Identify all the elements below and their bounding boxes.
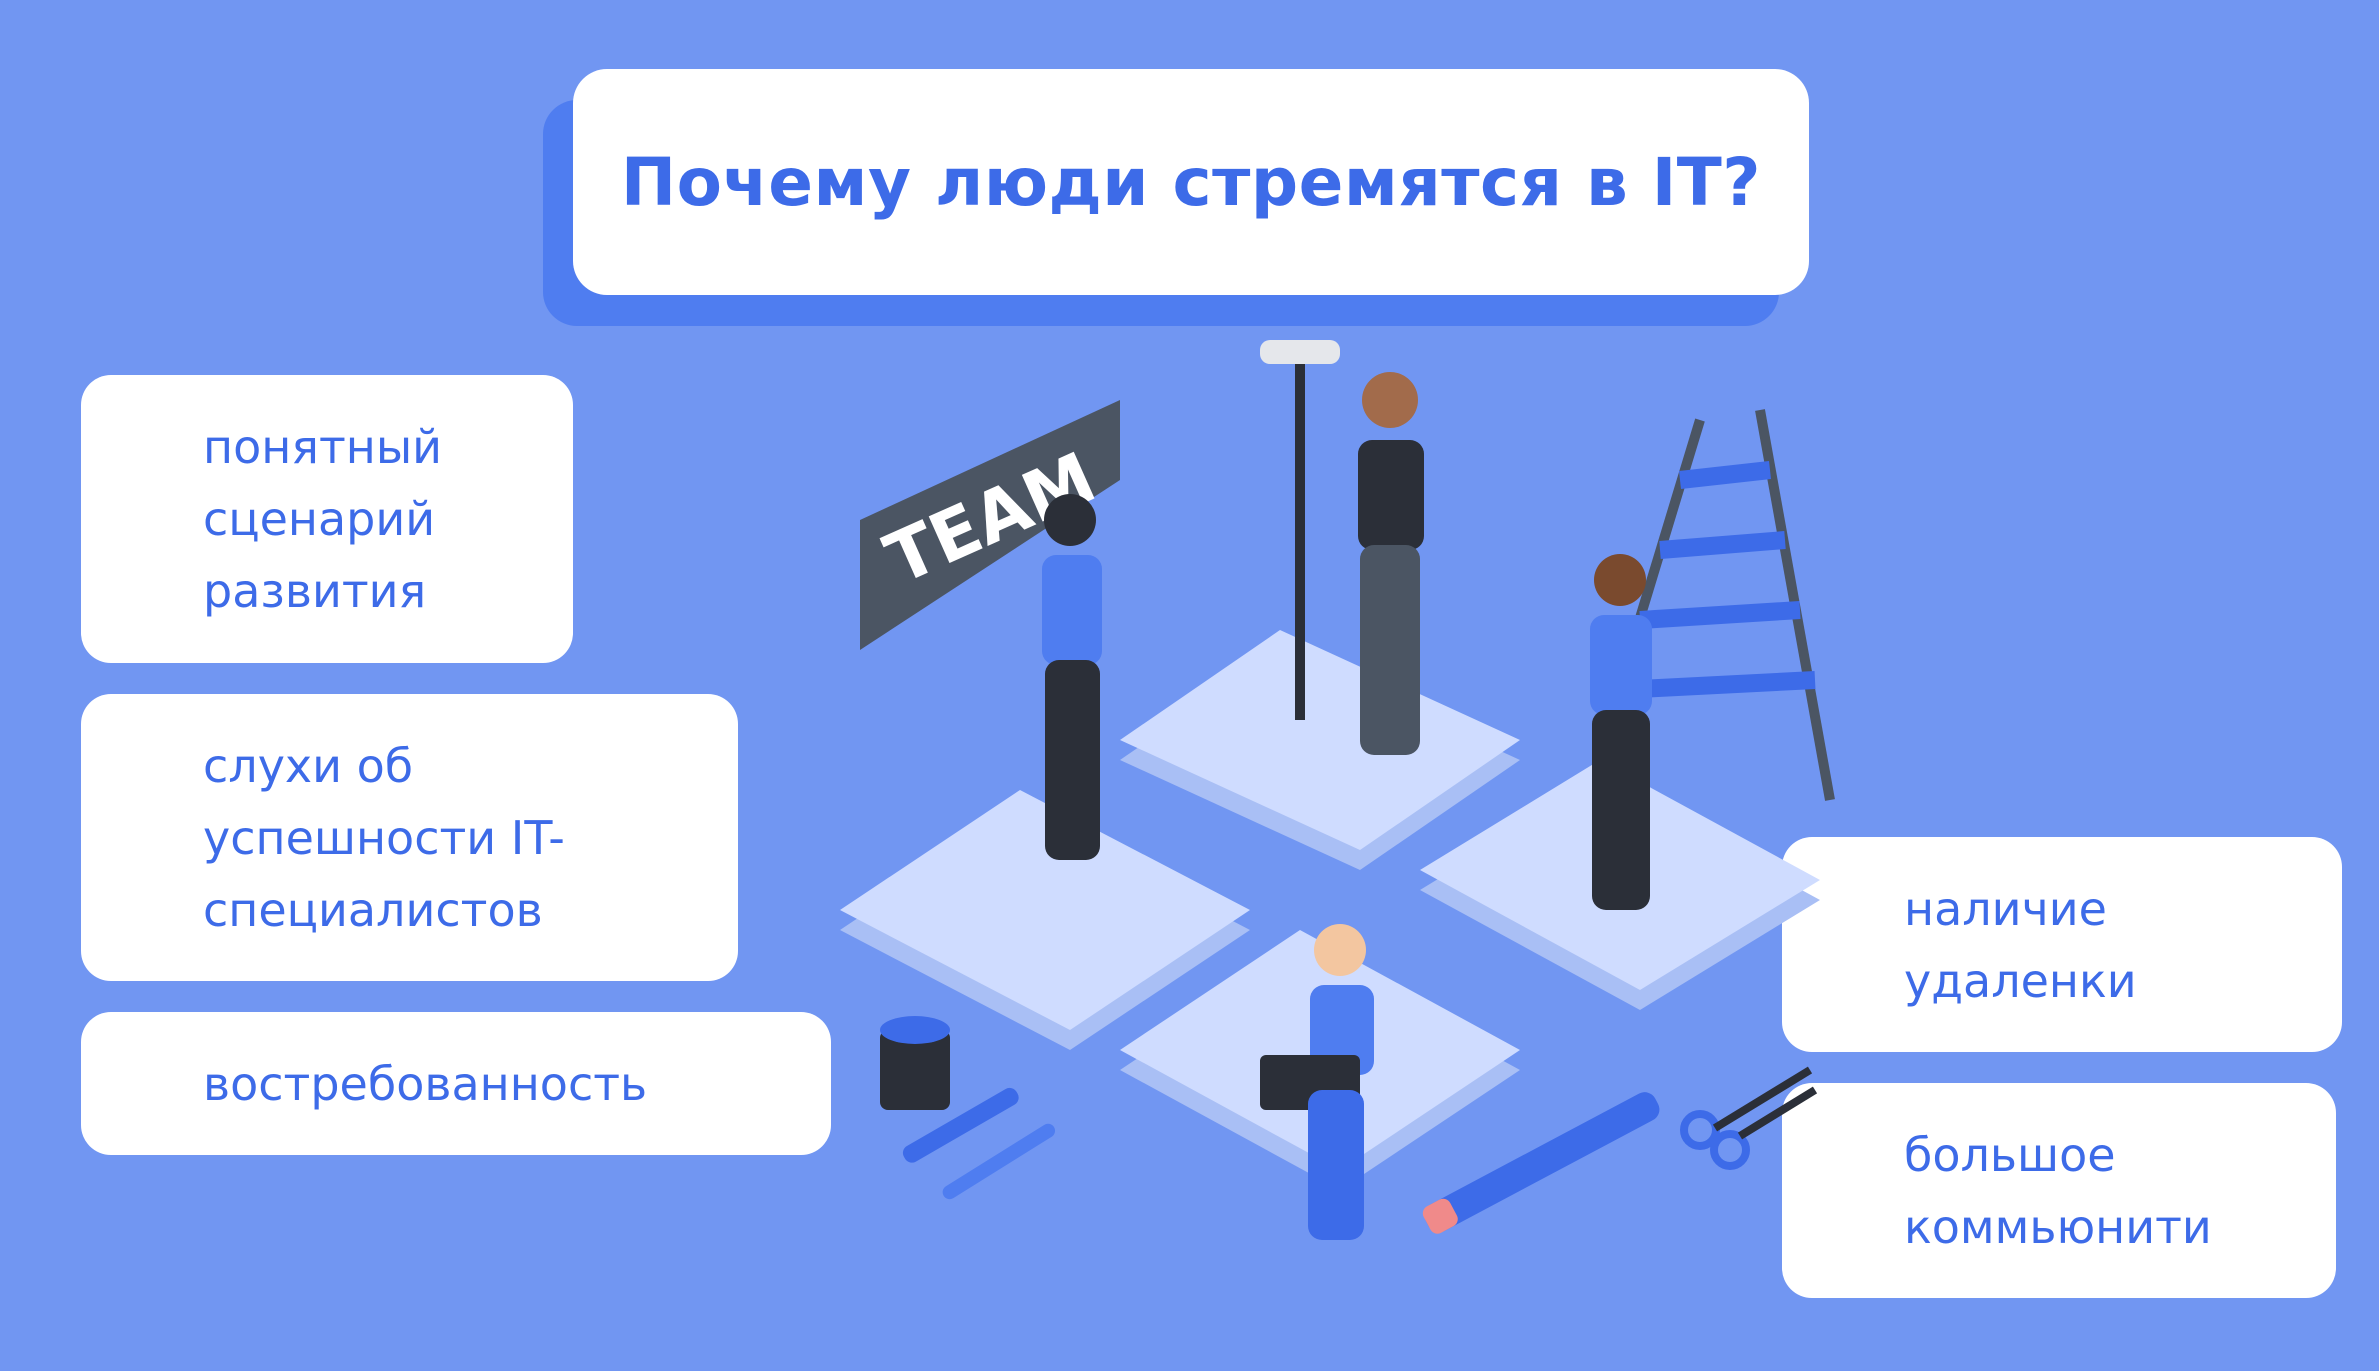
person-woman-clipboard	[1590, 554, 1652, 910]
puzzle-piece	[1120, 630, 1520, 850]
reason-text: наличие удаленки	[1904, 881, 2137, 1008]
reason-card-success-rumors: слухи об успешности IT- специалистов	[81, 694, 738, 981]
reason-text: большое коммьюнити	[1904, 1127, 2212, 1254]
reason-text: слухи об успешности IT- специалистов	[203, 738, 565, 937]
reason-text: понятный сценарий развития	[203, 420, 443, 618]
reason-card-demand: востребованность	[81, 1012, 831, 1155]
paint-bucket-icon	[880, 1016, 950, 1110]
reason-card-community: большое коммьюнити	[1782, 1083, 2336, 1298]
person-man-roller	[1260, 340, 1424, 755]
person-man-laptop	[1260, 924, 1374, 1240]
scissors-icon	[1680, 1066, 1818, 1170]
title-card: Почему люди стремятся в IT?	[573, 69, 1809, 295]
reason-text: востребованность	[203, 1056, 648, 1111]
ladder-icon	[1595, 409, 1835, 801]
brushes-icon	[902, 1087, 1056, 1200]
person-woman-sign	[1042, 494, 1102, 860]
pencil-icon	[1422, 1092, 1660, 1234]
page-title: Почему люди стремятся в IT?	[620, 143, 1762, 221]
puzzle-piece	[840, 790, 1250, 1030]
reason-card-roadmap: понятный сценарий развития	[81, 375, 573, 663]
reason-card-remote-work: наличие удаленки	[1782, 837, 2342, 1052]
team-illustration: TEAM	[840, 340, 1835, 1240]
